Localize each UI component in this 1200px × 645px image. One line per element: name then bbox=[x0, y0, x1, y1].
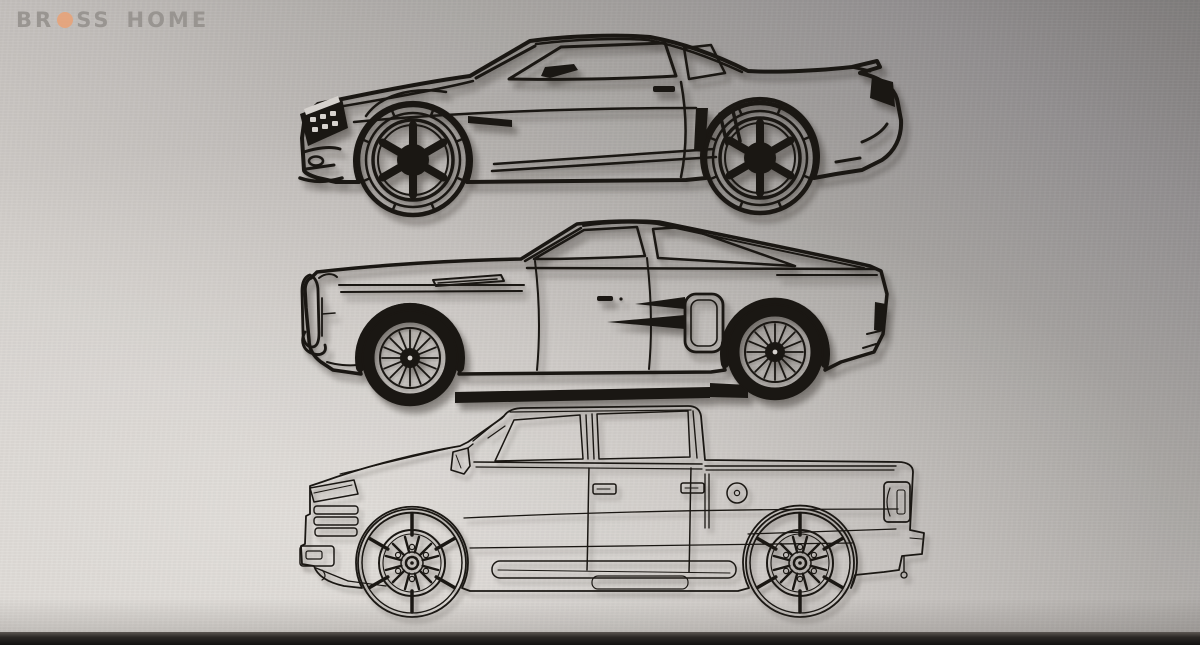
camaro-rear-wheel bbox=[702, 100, 818, 216]
camaro-silhouette-art bbox=[298, 33, 904, 218]
mustang-front-wheel bbox=[361, 309, 459, 407]
brand-logo-dot-icon bbox=[57, 12, 74, 28]
brand-logo-prefix: BR bbox=[16, 8, 55, 32]
brand-logo-suffix: SS bbox=[76, 8, 112, 32]
camaro-grille-holes bbox=[310, 111, 338, 132]
truck-rear-wheel bbox=[745, 508, 855, 618]
floor-strip bbox=[0, 632, 1200, 645]
brand-logo-word2: HOME bbox=[126, 8, 210, 32]
camaro-front-wheel bbox=[355, 102, 471, 218]
mustang-silhouette-art bbox=[300, 219, 889, 407]
f150-silhouette-art bbox=[299, 405, 925, 618]
wall-floor-shadow bbox=[0, 598, 1200, 632]
mustang-rear-wheel bbox=[726, 303, 824, 401]
truck-body bbox=[299, 405, 925, 592]
truck-front-wheel bbox=[357, 508, 467, 618]
brand-logo: BR SS HOME bbox=[16, 8, 209, 32]
mustang-body bbox=[300, 219, 889, 403]
